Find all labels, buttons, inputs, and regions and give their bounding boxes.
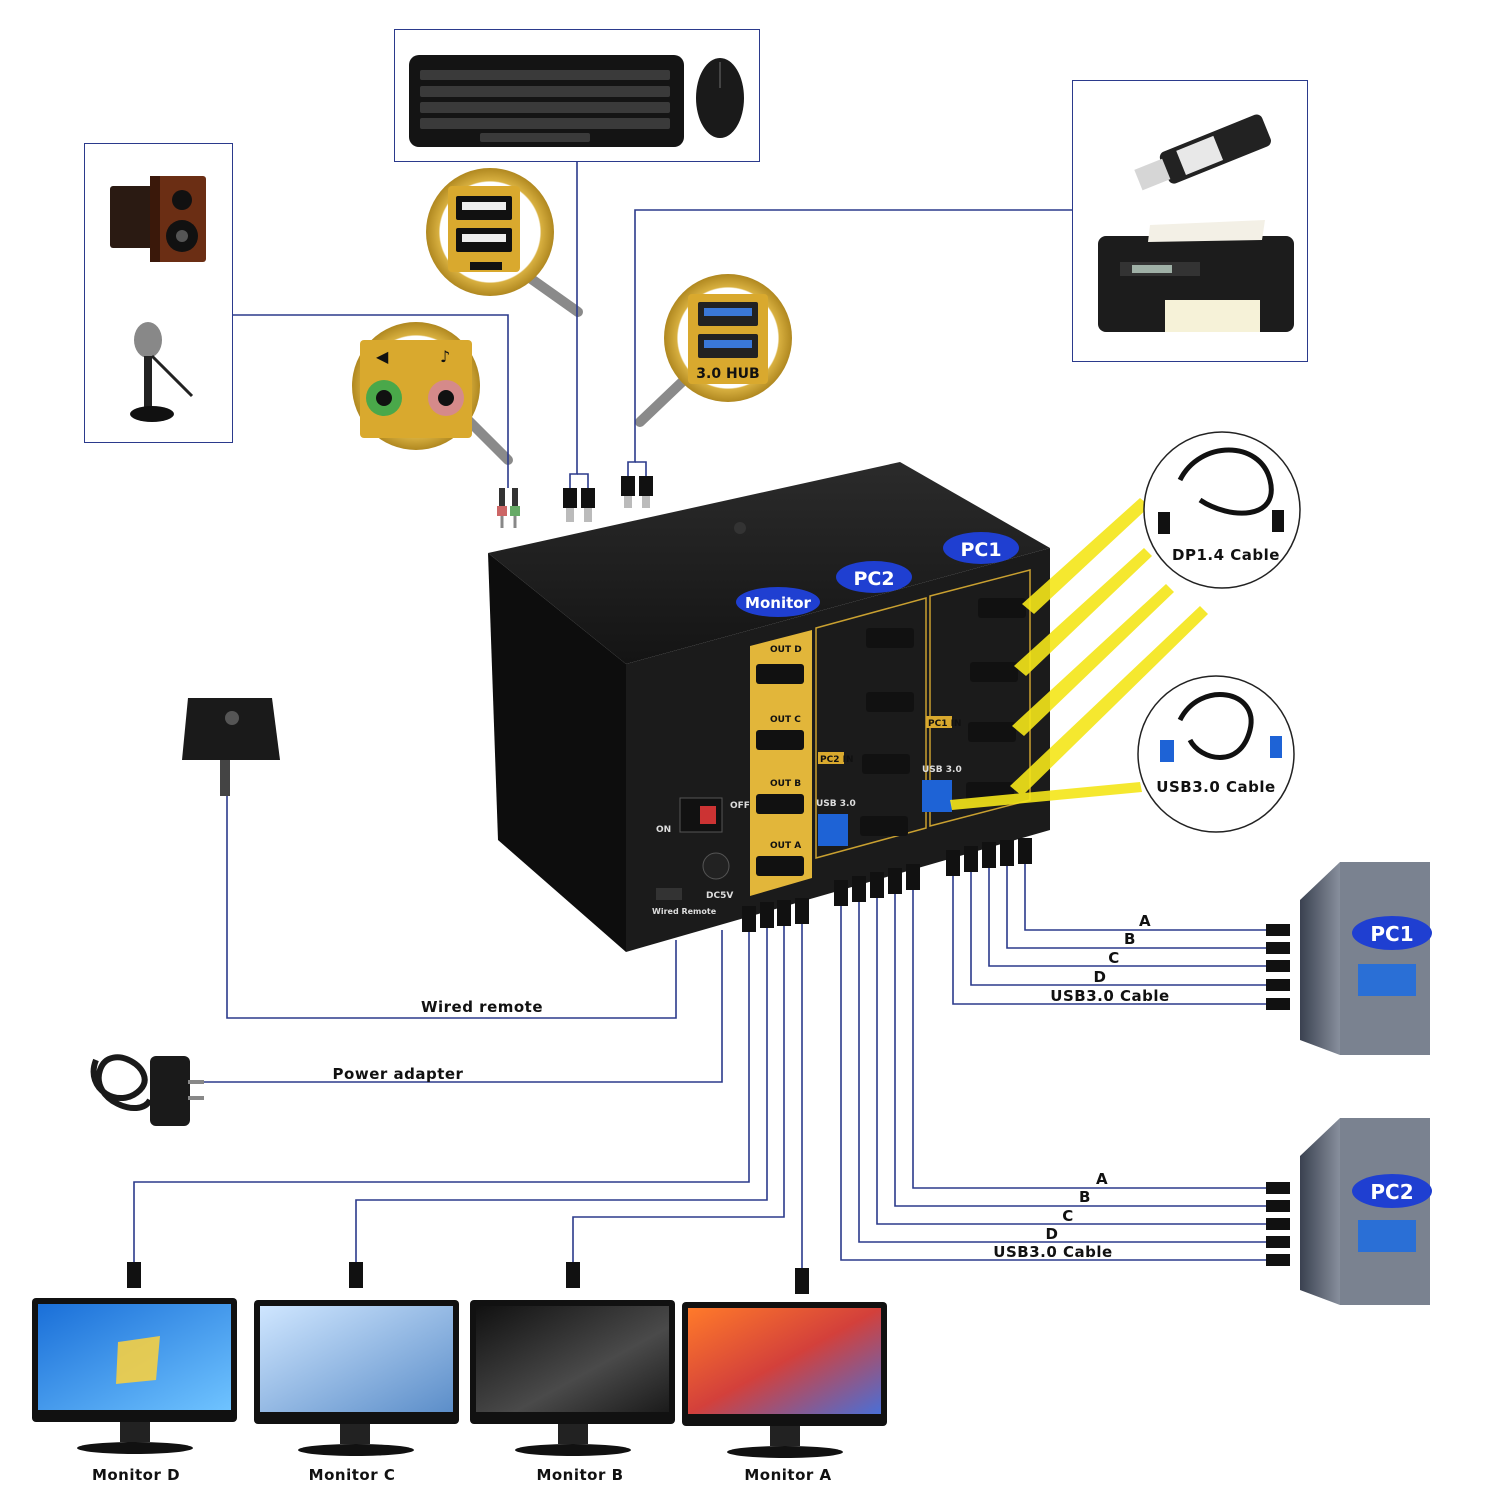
kbm-usb-plugs	[563, 488, 595, 522]
power-adapter-label: Power adapter	[333, 1065, 464, 1083]
off-label: OFF	[730, 801, 750, 811]
dp-out-c-port[interactable]	[756, 730, 804, 750]
monitor-badge: Monitor	[736, 587, 820, 617]
pc2-in-label: PC2 IN	[820, 755, 853, 765]
svg-text:PC2: PC2	[853, 568, 894, 590]
keyboard-icon	[409, 55, 684, 147]
dp-out-b-port[interactable]	[756, 794, 804, 814]
pc1-dp-b-port[interactable]	[968, 722, 1016, 742]
pc1-usb-label: USB 3.0	[922, 765, 962, 775]
monitor-a: Monitor A	[682, 1302, 887, 1484]
monitor-a-label: Monitor A	[744, 1466, 831, 1484]
pc1-dp-c-port[interactable]	[970, 662, 1018, 682]
monitor-d: Monitor D	[32, 1298, 237, 1484]
usb-port-magnifier	[426, 168, 583, 317]
svg-text:Monitor: Monitor	[745, 594, 812, 612]
monitor-b-label: Monitor B	[536, 1466, 623, 1484]
microphone-icon	[130, 322, 194, 422]
usb-cable-callout: USB3.0 Cable	[1137, 675, 1295, 833]
pc2-name: PC2	[1370, 1180, 1413, 1204]
power-adapter-icon	[90, 1054, 204, 1126]
pc2-line-c: C	[1062, 1207, 1074, 1225]
monitor-wires	[133, 924, 803, 1268]
usb-cable-label: USB3.0 Cable	[1156, 778, 1275, 796]
mic-port-icon: ♪	[440, 347, 450, 366]
pc1-line-usb: USB3.0 Cable	[1050, 987, 1169, 1005]
monitor-plugs	[742, 898, 809, 932]
audio-plugs	[497, 488, 520, 528]
out-d-label: OUT D	[770, 645, 802, 655]
wired-remote-wire	[226, 796, 677, 1019]
speaker-port-icon: ◀	[376, 347, 389, 366]
monitor-b: Monitor B	[470, 1300, 675, 1484]
pc1-usb-b-port[interactable]	[922, 780, 952, 812]
monitor-c-label: Monitor C	[309, 1466, 396, 1484]
kbm-wire	[569, 162, 578, 488]
dp-out-d-port[interactable]	[756, 664, 804, 684]
pc2-usb-label: USB 3.0	[816, 799, 856, 809]
pc2-wires: A B C D USB3.0 Cable	[840, 890, 1266, 1261]
pc1-line-c: C	[1108, 949, 1120, 967]
pc1-line-a: A	[1139, 912, 1151, 930]
pc1-badge: PC1	[943, 532, 1019, 564]
usb-flash-drive-icon	[1134, 114, 1271, 191]
wired-remote-port[interactable]	[656, 888, 682, 900]
monitor-plugs-bottom	[127, 1262, 809, 1294]
dp-cable-callout: DP1.4 Cable	[1143, 431, 1301, 589]
pc2-line-a: A	[1096, 1170, 1108, 1188]
monitor-c: Monitor C	[254, 1300, 459, 1484]
pc2-tower: PC2	[1266, 1118, 1432, 1305]
pc1-in-label: PC1 IN	[928, 719, 961, 729]
pc2-line-d: D	[1046, 1225, 1059, 1243]
kvm-switch: OUT D OUT C OUT B OUT A PC2 IN USB 3.0	[488, 462, 1050, 952]
pc1-line-d: D	[1094, 968, 1107, 986]
dp-out-a-port[interactable]	[756, 856, 804, 876]
printer-icon	[1098, 220, 1294, 332]
out-a-label: OUT A	[770, 841, 801, 851]
pc2-badge: PC2	[836, 561, 912, 593]
on-label: ON	[656, 825, 671, 835]
pc1-tower: PC1	[1266, 862, 1432, 1055]
pc2-line-usb: USB3.0 Cable	[993, 1243, 1112, 1261]
pc1-dp-d-port[interactable]	[978, 598, 1026, 618]
wired-remote-label: Wired remote	[421, 998, 543, 1016]
power-wire	[204, 930, 723, 1083]
pc2-usb-b-port[interactable]	[818, 814, 848, 846]
pc1-line-b: B	[1124, 930, 1136, 948]
svg-text:PC1: PC1	[960, 539, 1001, 561]
usb-hub-magnifier: 3.0 HUB	[635, 274, 792, 427]
dp-cable-label: DP1.4 Cable	[1172, 546, 1280, 564]
hub-usb-plugs	[621, 476, 653, 508]
pc2-dp-c-port[interactable]	[866, 692, 914, 712]
audio-port-magnifier: ◀ ♪	[352, 322, 513, 465]
out-b-label: OUT B	[770, 779, 801, 789]
cable-arrows	[950, 498, 1208, 810]
wired-remote-port-label: Wired Remote	[652, 907, 717, 916]
dc5v-jack[interactable]	[702, 852, 730, 880]
hub-label: 3.0 HUB	[696, 366, 759, 382]
pc2-dp-d-port[interactable]	[866, 628, 914, 648]
pc1-wires: A B C D USB3.0 Cable	[952, 864, 1266, 1005]
pc2-dp-b-port[interactable]	[862, 754, 910, 774]
speaker-icon	[110, 176, 206, 262]
pc1-plugs	[946, 838, 1032, 876]
monitor-d-label: Monitor D	[92, 1466, 180, 1484]
pc2-line-b: B	[1079, 1188, 1091, 1206]
audio-wire	[233, 314, 509, 488]
pc1-name: PC1	[1370, 922, 1413, 946]
dc5v-label: DC5V	[706, 891, 733, 901]
mouse-icon	[696, 58, 744, 138]
pc2-plugs	[834, 864, 920, 906]
pc2-dp-a-port[interactable]	[860, 816, 908, 836]
wired-remote-device	[182, 698, 280, 796]
out-c-label: OUT C	[770, 715, 801, 725]
